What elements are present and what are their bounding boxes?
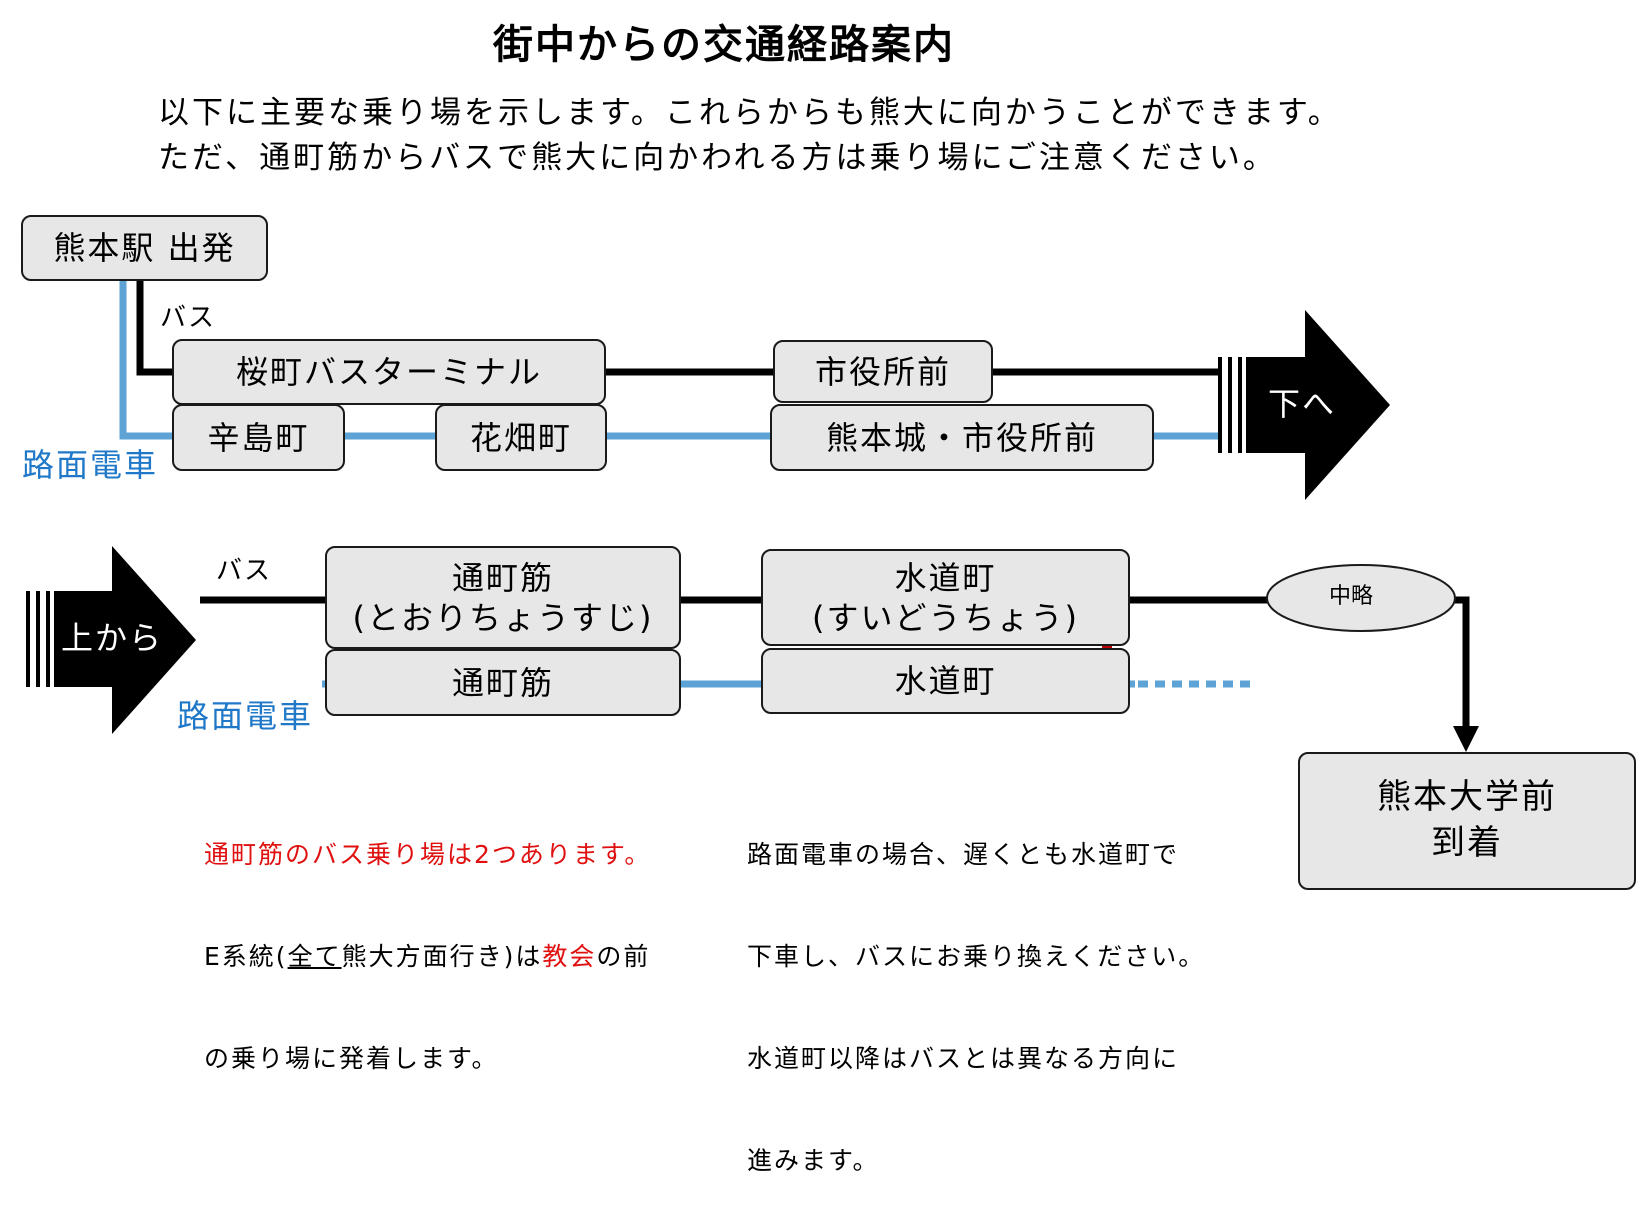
intro-line-1: 以下に主要な乗り場を示します。これらからも熊大に向かうことができます。 bbox=[158, 95, 1342, 131]
page-title: 街中からの交通経路案内 bbox=[493, 22, 955, 68]
omitted-label: 中略 bbox=[1329, 584, 1374, 609]
note-right-line-3: 水道町以降はバスとは異なる方向に bbox=[747, 1044, 1180, 1073]
note-right: 路面電車の場合、遅くとも水道町で 下車し、バスにお乗り換えください。 水道町以降… bbox=[747, 770, 1205, 1212]
note-left-line-2: E系統(全て熊大方面行き)は教会の前 bbox=[204, 942, 651, 971]
tram-stop-torichosuji: 通町筋 bbox=[325, 649, 681, 716]
bus-label-section1: バス bbox=[160, 303, 217, 333]
tram-stop-label: 熊本城・市役所前 bbox=[825, 418, 1098, 457]
continue-arrow bbox=[1218, 310, 1390, 500]
tram-stop-label: 辛島町 bbox=[207, 418, 310, 457]
tram-stop-label: 通町筋 bbox=[451, 663, 554, 702]
tram-stop-label: 水道町 bbox=[894, 662, 997, 700]
tram-label-section2: 路面電車 bbox=[177, 697, 314, 735]
bus-stop-label: 桜町バスターミナル bbox=[235, 353, 542, 391]
start-box: 熊本駅 出発 bbox=[21, 215, 268, 281]
bus-stop-name: 通町筋 bbox=[451, 558, 554, 597]
bus-stop-reading: (とおりちょうすじ) bbox=[352, 598, 654, 637]
tram-label-section1: 路面電車 bbox=[22, 446, 159, 484]
bus-stop-torichosuji: 通町筋 (とおりちょうすじ) bbox=[325, 546, 681, 649]
note-left-line-3: の乗り場に発着します。 bbox=[204, 1044, 499, 1073]
start-label: 熊本駅 出発 bbox=[53, 229, 236, 267]
note-right-line-4: 進みます。 bbox=[747, 1146, 880, 1175]
note-right-line-1: 路面電車の場合、遅くとも水道町で bbox=[747, 840, 1180, 869]
destination-line-1: 熊本大学前 bbox=[1377, 777, 1557, 818]
tram-stop-hanabatacho: 花畑町 bbox=[435, 404, 607, 471]
bus-line-arrowhead bbox=[1453, 726, 1479, 752]
bus-label-section2: バス bbox=[216, 556, 273, 586]
bus-stop-name: 水道町 bbox=[894, 558, 997, 597]
tram-stop-karashimacho: 辛島町 bbox=[172, 404, 345, 471]
tram-stop-suidocho: 水道町 bbox=[761, 648, 1130, 714]
from-arrow-label: 上から bbox=[61, 619, 164, 657]
omitted-oval bbox=[1266, 564, 1456, 632]
destination-box: 熊本大学前 到着 bbox=[1298, 752, 1636, 890]
note-left: 通町筋のバス乗り場は2つあります。 E系統(全て熊大方面行き)は教会の前 の乗り… bbox=[204, 770, 651, 1110]
from-arrow bbox=[26, 546, 196, 734]
intro-line-2: ただ、通町筋からバスで熊大に向かわれる方は乗り場にご注意ください。 bbox=[158, 140, 1277, 176]
bus-stop-shiyakushomae: 市役所前 bbox=[773, 340, 993, 403]
note-left-line-1: 通町筋のバス乗り場は2つあります。 bbox=[204, 840, 652, 869]
tram-stop-kumamotojo-shiyakushomae: 熊本城・市役所前 bbox=[770, 404, 1154, 471]
bus-stop-reading: (すいどうちょう) bbox=[812, 598, 1079, 637]
bus-stop-sakuramachi: 桜町バスターミナル bbox=[172, 339, 606, 405]
note-right-line-2: 下車し、バスにお乗り換えください。 bbox=[747, 942, 1206, 971]
bus-stop-label: 市役所前 bbox=[814, 352, 951, 391]
continue-arrow-label: 下へ bbox=[1268, 385, 1337, 423]
destination-line-2: 到着 bbox=[1431, 823, 1503, 863]
bus-stop-suidocho: 水道町 (すいどうちょう) bbox=[761, 549, 1130, 646]
tram-stop-label: 花畑町 bbox=[469, 418, 572, 457]
